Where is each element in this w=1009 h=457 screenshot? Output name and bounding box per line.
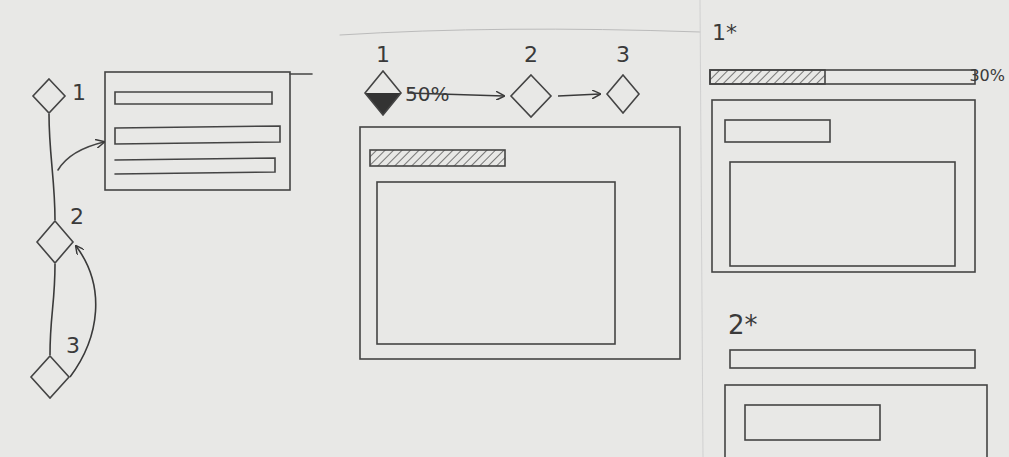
- step-number: 3: [616, 44, 630, 66]
- flow-connector: [49, 114, 55, 220]
- decision-diamond: 2: [36, 220, 74, 264]
- step-number: 2: [70, 206, 84, 228]
- flow-connector: [50, 264, 55, 355]
- flow-connector: [70, 246, 96, 377]
- sketch-label: 30%: [969, 68, 1005, 84]
- flow-connector: [558, 94, 600, 96]
- diamond-outline: [30, 355, 70, 399]
- decision-diamond: 1: [32, 78, 66, 114]
- decision-diamond: 1: [364, 70, 402, 116]
- diamond-outline: [364, 70, 402, 116]
- decision-diamond: 2: [510, 74, 552, 118]
- step-number: 2: [524, 44, 538, 66]
- decision-diamond: 3: [30, 355, 70, 399]
- diamond-outline: [32, 78, 66, 114]
- sketch-label: 2*: [728, 312, 758, 338]
- sketch-label: 1*: [712, 22, 737, 44]
- step-number: 1: [376, 44, 390, 66]
- decision-diamond: 3: [606, 74, 640, 114]
- diamond-outline: [606, 74, 640, 114]
- step-number: 1: [72, 82, 86, 104]
- diamond-outline: [510, 74, 552, 118]
- sketch-label: 50%: [405, 84, 449, 104]
- diamond-outline: [36, 220, 74, 264]
- step-number: 3: [66, 335, 80, 357]
